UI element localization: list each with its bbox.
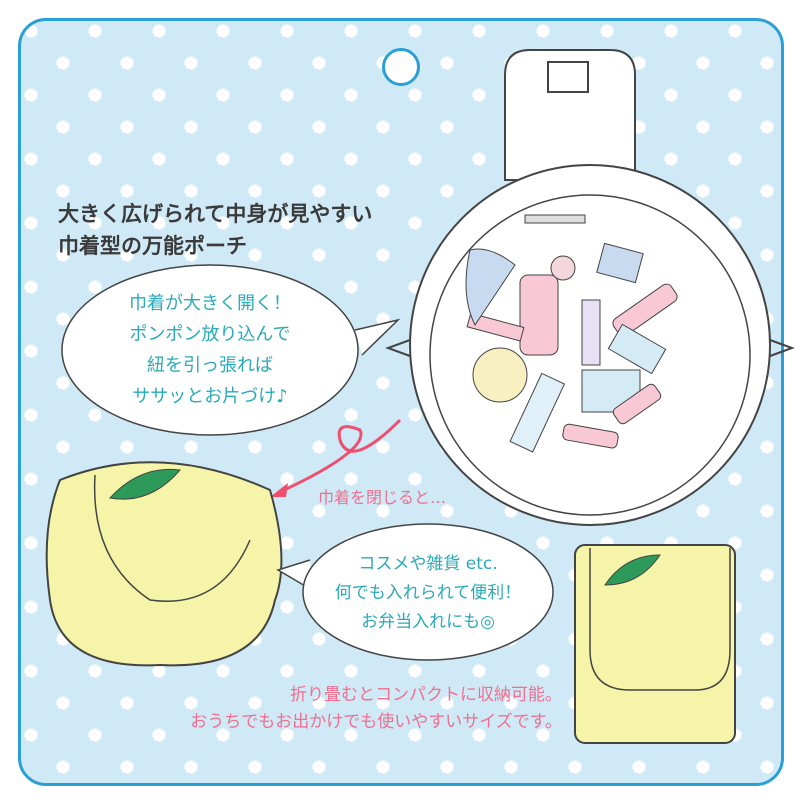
bubble-2-text: コスメや雑貨 etc. 何でも入れられて便利！ お弁当入れにも◎: [303, 550, 553, 637]
speech-bubble-2: [276, 523, 554, 661]
open-pouch-illustration: [385, 49, 795, 526]
bubble-line: お弁当入れにも◎: [361, 612, 495, 632]
arrow-icon: [270, 418, 402, 497]
bubble-line: ポンポン放り込んで: [129, 324, 291, 345]
bubble-line: コスメや雑貨 etc.: [358, 554, 498, 574]
headline-line-1: 大きく広げられて中身が見やすい: [58, 202, 373, 226]
folded-pouch-illustration: [574, 544, 736, 744]
headline: 大きく広げられて中身が見やすい 巾着型の万能ポーチ: [58, 198, 372, 262]
bubble-line: 紐を引っ張れば: [147, 355, 273, 376]
footer-line: 折り畳むとコンパクトに収納可能。: [290, 685, 562, 705]
speech-bubble-1: [61, 264, 401, 436]
arrow-caption: 巾着を閉じると…: [318, 488, 447, 507]
footer-line: おうちでもお出かけでも使いやすいサイズです。: [190, 712, 562, 732]
bubble-1-text: 巾着が大きく開く！ ポンポン放り込んで 紐を引っ張れば ササッとお片づけ♪: [70, 288, 350, 412]
hang-hole: [382, 48, 420, 86]
bubble-line: 巾着が大きく開く！: [129, 293, 291, 314]
bubble-line: ササッとお片づけ♪: [132, 386, 288, 407]
closed-pouch-illustration: [45, 461, 283, 667]
footer-text: 折り畳むとコンパクトに収納可能。 おうちでもお出かけでも使いやすいサイズです。: [190, 682, 562, 736]
bubble-line: 何でも入れられて便利！: [334, 583, 522, 603]
headline-line-2: 巾着型の万能ポーチ: [58, 234, 247, 258]
